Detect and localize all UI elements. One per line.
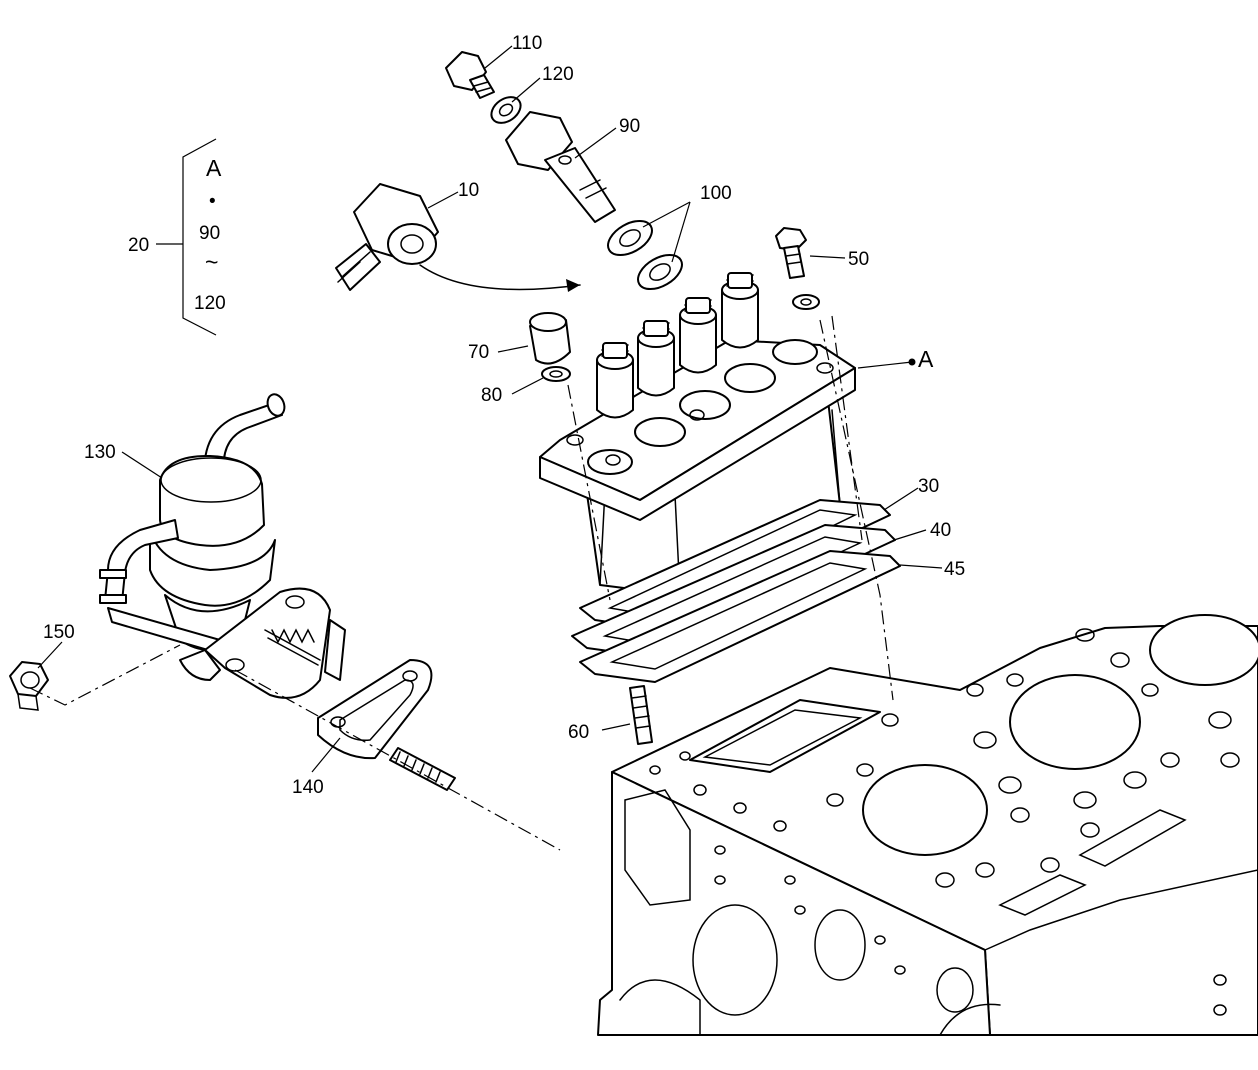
callout-90: 90	[619, 116, 640, 137]
nut-150	[9, 661, 49, 711]
callout-130: 130	[84, 442, 116, 463]
callout-40: 40	[930, 520, 951, 541]
injection-pump	[539, 272, 856, 596]
kit-legend-letter: A	[206, 155, 222, 181]
deck-holes	[649, 628, 1240, 888]
kit-legend: A • 90 ~ 120	[194, 155, 226, 314]
bolt-110	[445, 51, 495, 99]
callout-80: 80	[481, 385, 502, 406]
callout-30: 30	[918, 476, 939, 497]
callout-60: 60	[568, 722, 589, 743]
callout-70: 70	[468, 342, 489, 363]
callout-150: 150	[43, 622, 75, 643]
stud-60	[629, 685, 653, 745]
gasket-140	[317, 659, 433, 760]
kit-legend-range-separator: ~	[205, 249, 218, 275]
callout-100: 100	[700, 183, 732, 204]
callout-140: 140	[292, 777, 324, 798]
engine-block	[597, 614, 1258, 1036]
callout-10: 10	[458, 180, 479, 201]
assembly-arrow	[419, 264, 581, 292]
banjo-bolt-90	[505, 111, 616, 223]
banjo-fitting-10	[335, 183, 439, 291]
bolt-50	[775, 227, 820, 310]
callout-110: 110	[512, 33, 542, 54]
callout-50: 50	[848, 249, 869, 270]
washers-100	[607, 219, 683, 291]
delivery-valve-holders	[596, 272, 759, 419]
leader-lines	[37, 45, 943, 773]
ref-marker-letter: A	[918, 346, 934, 372]
fuel-pump-stud	[389, 747, 456, 791]
kit-legend-range-end: 120	[194, 293, 226, 314]
washer-120	[490, 96, 522, 124]
callout-45: 45	[944, 559, 965, 580]
callout-labels: 110 120 90 10 100 50 70 80 30 40 45 60 1…	[43, 33, 965, 798]
kit-legend-bullet: •	[209, 191, 216, 212]
callout-120: 120	[542, 64, 574, 85]
cap-70	[529, 312, 571, 365]
washer-80	[541, 366, 571, 382]
ref-marker-dot	[908, 358, 916, 366]
fuel-pump-130	[99, 393, 346, 699]
kit-legend-range-start: 90	[199, 223, 220, 244]
callout-20: 20	[128, 235, 149, 256]
